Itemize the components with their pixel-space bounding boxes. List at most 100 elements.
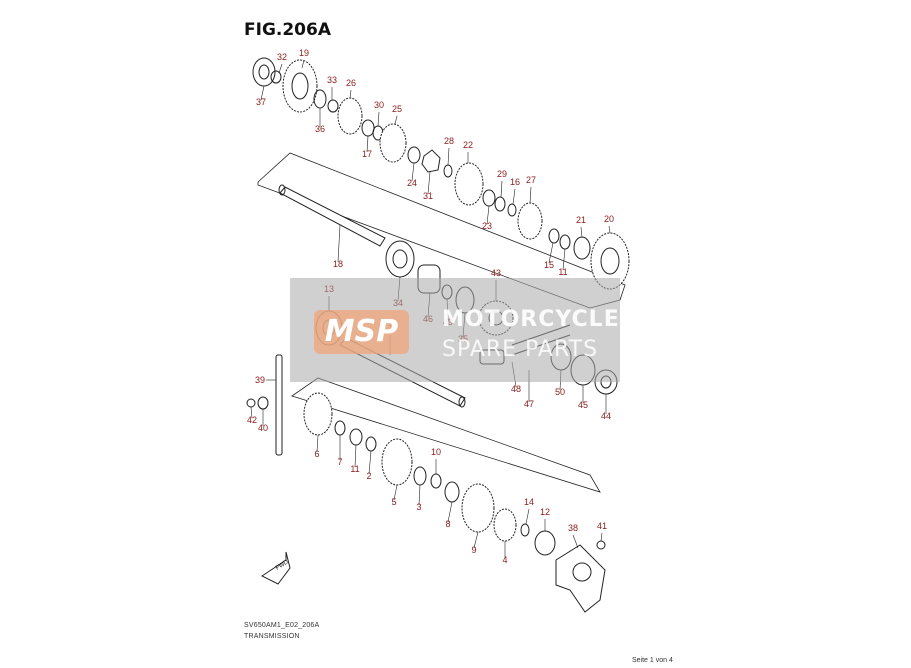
leader-line-9 [473,531,479,549]
part-label-10[interactable]: 10 [431,447,441,457]
leader-line-11 [354,444,357,468]
part-label-16[interactable]: 16 [510,177,520,187]
leader-line-19 [301,59,305,69]
part-label-21[interactable]: 21 [576,215,586,225]
leader-line-16 [512,188,516,205]
page-indicator: Seite 1 von 4 [632,657,673,664]
part-11b [349,428,363,446]
leader-line-8 [447,501,453,523]
part-label-50[interactable]: 50 [555,387,565,397]
part-3 [413,466,427,486]
part-28 [443,164,453,178]
part-10 [430,473,442,489]
part-label-2[interactable]: 2 [366,471,371,481]
part-14 [520,523,530,537]
part-label-9[interactable]: 9 [471,545,476,555]
part-label-39[interactable]: 39 [255,375,265,385]
part-33 [327,99,339,113]
figure-title: FIG.206A [244,20,331,40]
part-label-28[interactable]: 28 [444,136,454,146]
part-label-48[interactable]: 48 [511,384,521,394]
part-4 [493,508,517,542]
leader-line-42 [250,406,253,419]
part-label-44[interactable]: 44 [601,411,611,421]
part-label-11[interactable]: 11 [350,464,359,474]
leader-line-41 [600,532,603,542]
leader-line-18 [337,224,341,263]
part-15 [548,228,560,244]
part-label-12[interactable]: 12 [540,507,550,517]
part-label-33[interactable]: 33 [327,75,337,85]
part-label-32[interactable]: 32 [277,52,287,62]
leader-line-17 [366,135,369,153]
leader-line-37 [260,85,265,101]
part-label-15[interactable]: 15 [544,260,554,270]
leader-line-31 [427,171,431,195]
watermark-logo: MSP [314,310,409,354]
part-label-5[interactable]: 5 [391,497,396,507]
part-label-25[interactable]: 25 [392,104,402,114]
part-label-14[interactable]: 14 [524,497,534,507]
leader-line-6 [316,434,319,453]
leader-line-23 [486,205,490,225]
part-label-4[interactable]: 4 [502,555,507,565]
part-12 [534,530,556,556]
part-label-47[interactable]: 47 [524,399,534,409]
part-label-37[interactable]: 37 [256,97,266,107]
part-41 [596,540,606,550]
part-8 [444,481,460,503]
part-label-20[interactable]: 20 [604,214,614,224]
part-label-43[interactable]: 43 [491,268,501,278]
part-label-8[interactable]: 8 [445,519,450,529]
leader-line-2 [368,450,372,475]
figure-code: SV650AM1_E02_206A [244,622,320,629]
part-label-22[interactable]: 22 [463,140,473,150]
leader-line-21 [580,226,583,238]
leader-line-24 [411,162,415,182]
part-23 [482,189,496,207]
part-26 [337,97,363,135]
part-label-3[interactable]: 3 [416,502,421,512]
leader-line-5 [393,484,398,501]
part-label-31[interactable]: 31 [423,191,433,201]
part-label-19[interactable]: 19 [299,48,309,58]
part-label-41[interactable]: 41 [597,521,607,531]
leader-line-32 [278,63,283,74]
part-label-18[interactable]: 18 [333,259,343,269]
part-label-23[interactable]: 23 [482,221,492,231]
part-label-26[interactable]: 26 [346,78,356,88]
part-27 [517,202,543,240]
figure-caption: TRANSMISSION [244,633,300,640]
part-label-29[interactable]: 29 [497,169,507,179]
part-label-40[interactable]: 40 [258,423,268,433]
leader-line-15 [548,242,554,264]
part-label-24[interactable]: 24 [407,178,417,188]
countershaft-group-outline [257,152,626,309]
part-label-30[interactable]: 30 [374,100,384,110]
part-9 [461,483,495,533]
part-38-cover [555,544,606,613]
part-16 [507,203,517,217]
part-label-6[interactable]: 6 [314,449,319,459]
part-label-11[interactable]: 11 [558,267,567,277]
leader-line-20 [608,225,611,234]
part-label-27[interactable]: 27 [526,175,536,185]
leader-line-11 [562,248,566,271]
part-label-45[interactable]: 45 [578,400,588,410]
fwd-arrow-icon [261,551,291,585]
leader-line-38 [572,534,579,549]
part-19 [282,59,318,113]
part-label-36[interactable]: 36 [315,124,325,134]
leader-line-28 [447,147,450,166]
part-31 [421,149,441,173]
leader-line-3 [418,484,421,506]
part-11a [559,234,571,250]
part-36 [313,89,327,109]
part-label-17[interactable]: 17 [362,149,372,159]
watermark-line2: SPARE PARTS [442,337,599,362]
part-39 [275,354,283,456]
driveshaft-group-outline [291,377,601,493]
part-label-7[interactable]: 7 [337,457,342,467]
part-label-42[interactable]: 42 [247,415,257,425]
part-label-38[interactable]: 38 [568,523,578,533]
